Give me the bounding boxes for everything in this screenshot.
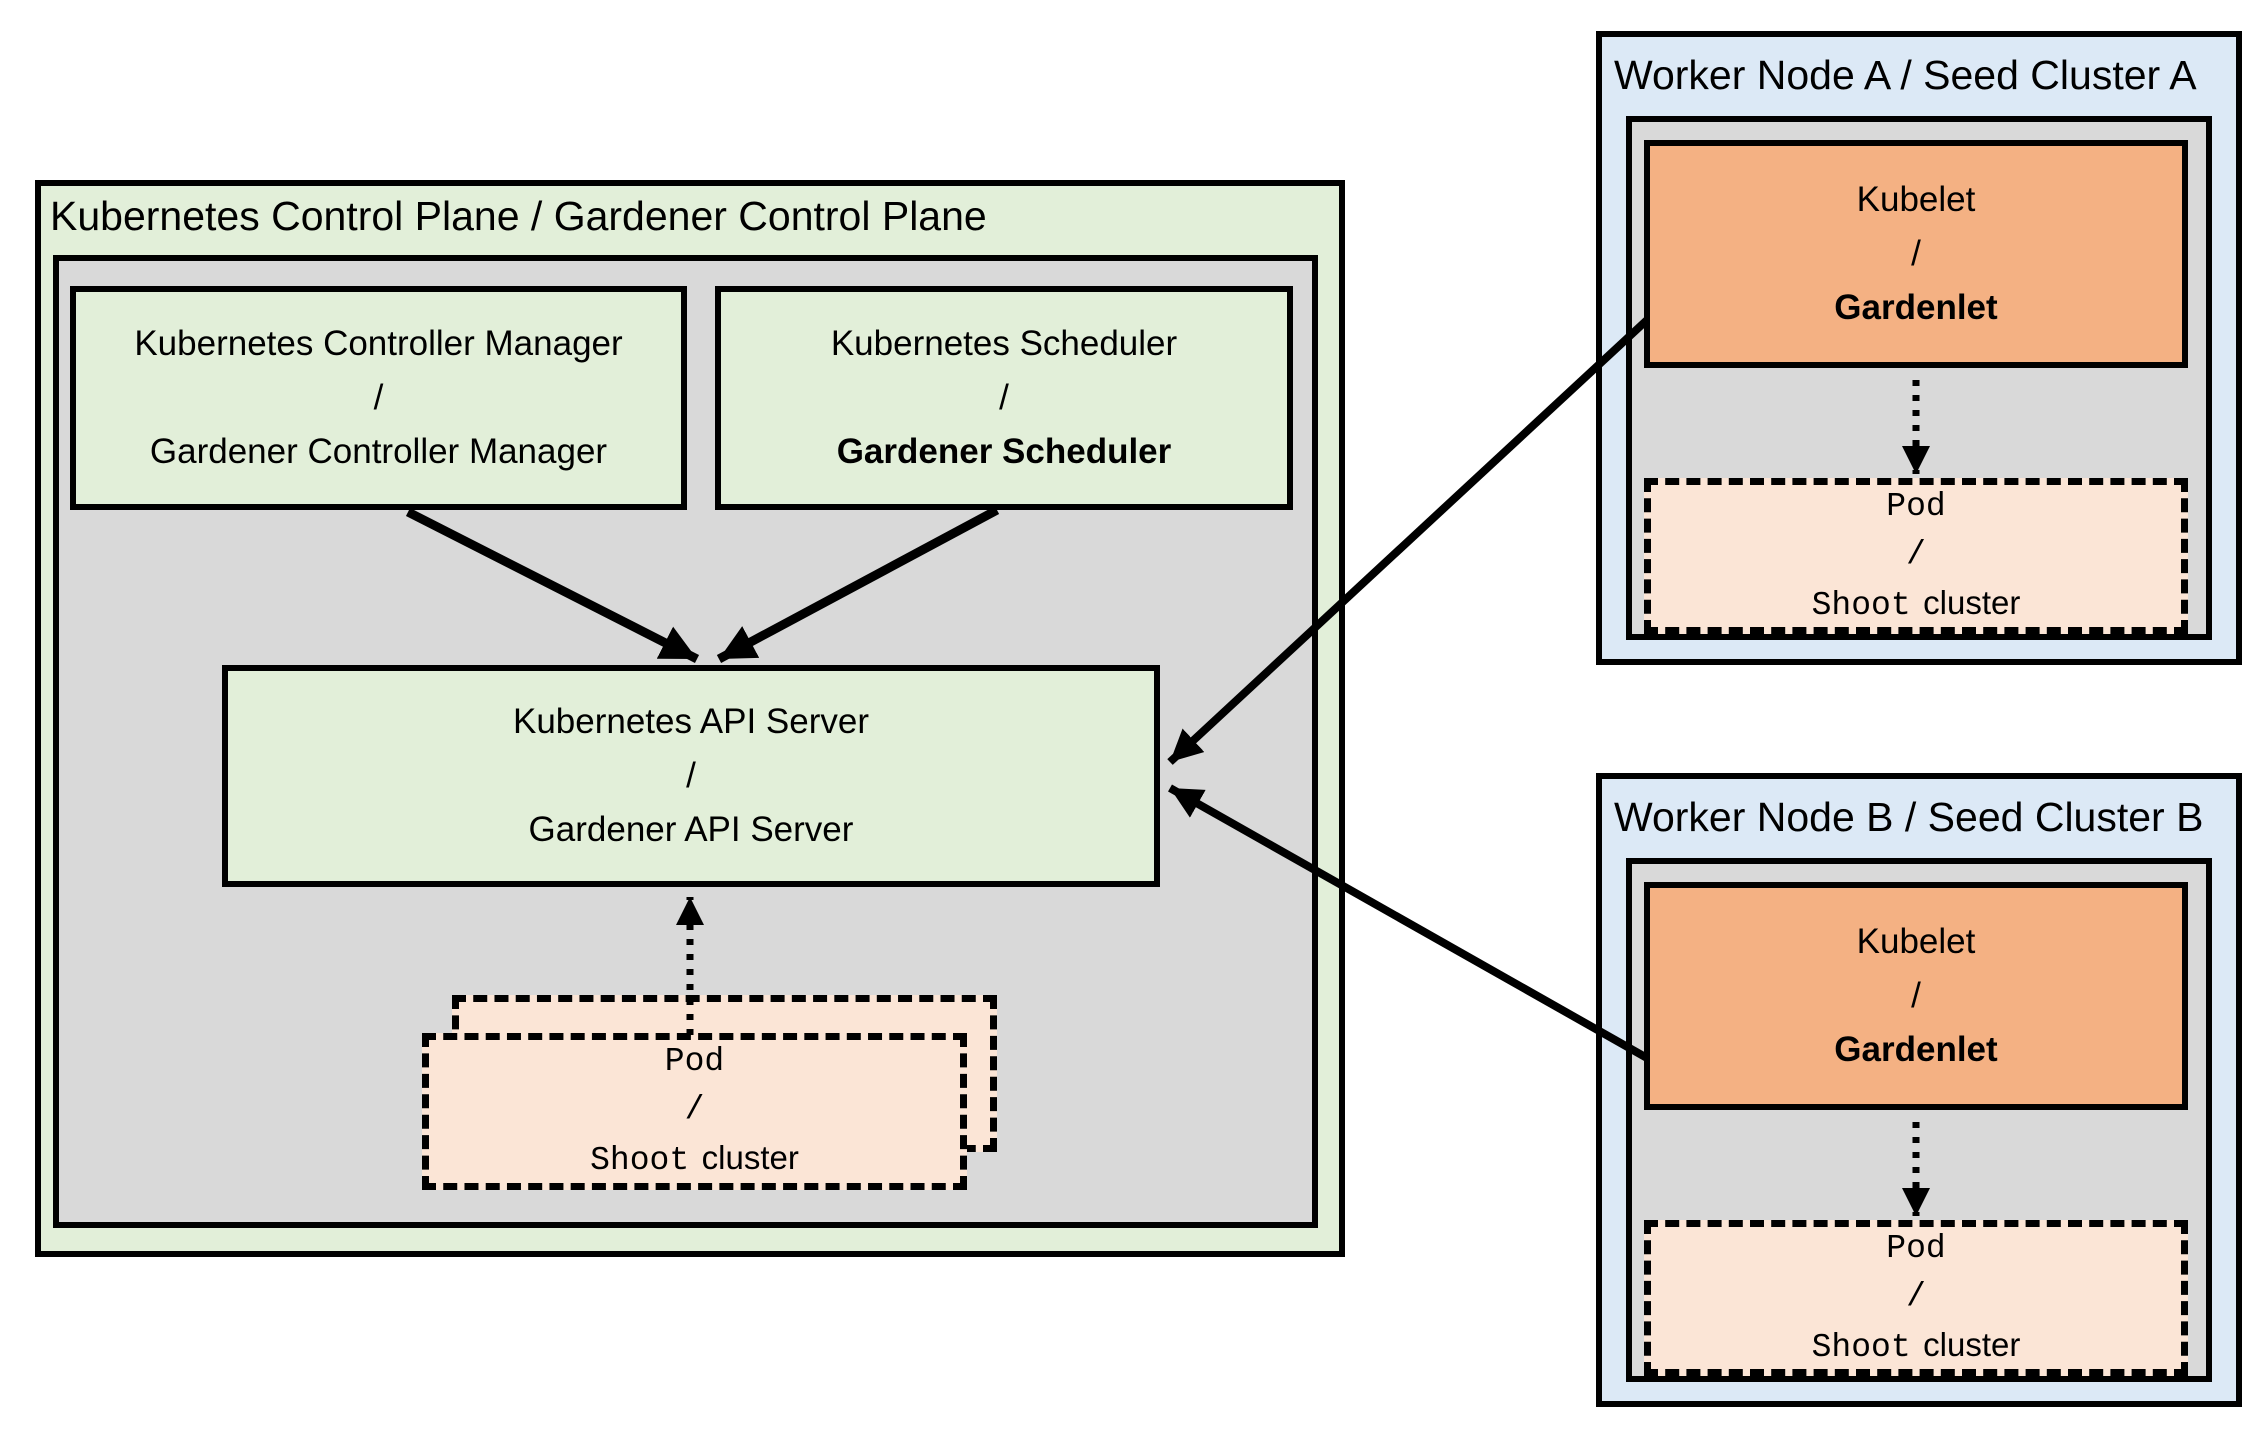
kubelet-a-box: Kubelet / Gardenlet — [1644, 140, 2188, 368]
kubelet-a-line1: Kubelet — [1856, 180, 1976, 219]
api-server-line1: Kubernetes API Server — [512, 702, 870, 741]
worker-node-a-title: Worker Node A / Seed Cluster A — [1614, 52, 2197, 98]
api-server-line2: Gardener API Server — [528, 810, 854, 849]
controller-manager-line2: Gardener Controller Manager — [149, 432, 608, 471]
kubelet-a-slash: / — [1911, 234, 1921, 273]
kubelet-b-slash: / — [1911, 976, 1921, 1015]
pod-slash: / — [684, 1091, 705, 1128]
scheduler-line1: Kubernetes Scheduler — [830, 324, 1178, 363]
pod-line1: Pod — [664, 1043, 725, 1080]
pod-b-slash: / — [1906, 1277, 1926, 1315]
scheduler-line2: Gardener Scheduler — [836, 432, 1172, 471]
controller-manager-slash: / — [373, 378, 384, 417]
worker-node-b-title: Worker Node B / Seed Cluster B — [1614, 794, 2204, 840]
api-server-slash: / — [686, 756, 696, 795]
pod-a-slash: / — [1906, 535, 1926, 573]
controller-manager-box: Kubernetes Controller Manager / Gardener… — [70, 286, 687, 510]
pod-a-line1: Pod — [1886, 487, 1946, 525]
pod-b-line1: Pod — [1886, 1229, 1946, 1267]
kubelet-a-line2: Gardenlet — [1834, 288, 1998, 327]
kubelet-b-line2: Gardenlet — [1834, 1030, 1998, 1069]
kubelet-b-box: Kubelet / Gardenlet — [1644, 882, 2188, 1110]
api-server-box: Kubernetes API Server / Gardener API Ser… — [222, 665, 1160, 887]
scheduler-slash: / — [999, 378, 1009, 417]
controller-manager-line1: Kubernetes Controller Manager — [134, 324, 623, 363]
kubelet-b-line1: Kubelet — [1856, 922, 1976, 961]
control-plane-title: Kubernetes Control Plane / Gardener Cont… — [50, 193, 987, 239]
scheduler-box: Kubernetes Scheduler / Gardener Schedule… — [715, 286, 1293, 510]
